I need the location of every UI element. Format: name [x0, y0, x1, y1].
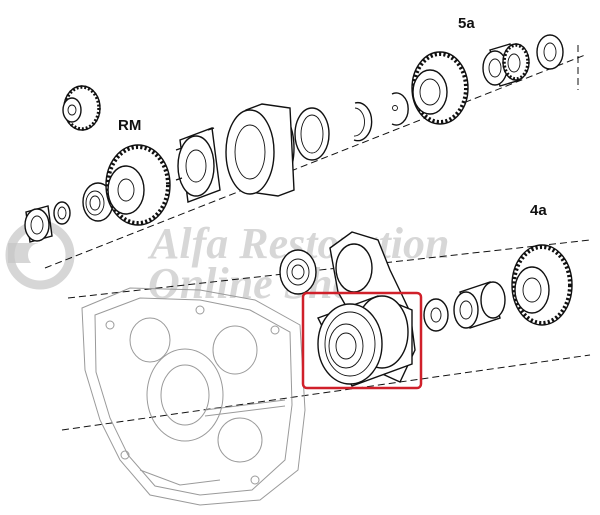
needle-bearing-left: [24, 205, 53, 243]
washer-left: [53, 201, 71, 225]
synchro-hub: [175, 127, 221, 203]
gearbox-housing: [81, 287, 306, 506]
bearing-lower: [279, 249, 317, 295]
synchro-ring-1: [294, 107, 330, 161]
circlip-2: [391, 92, 409, 126]
washer-lower: [423, 298, 449, 332]
bearing-housing-highlighted: [317, 295, 413, 387]
gear-sleeve-right: [502, 43, 530, 81]
bushing-lower: [453, 281, 506, 329]
label-5a: 5a: [458, 15, 475, 32]
label-rm: RM: [118, 117, 141, 134]
gear-5th: [411, 51, 469, 125]
circlip-1: [353, 101, 373, 142]
gear-4th: [511, 244, 573, 326]
reverse-gear: [105, 144, 171, 226]
axis-lines: [44, 45, 591, 431]
synchro-sleeve: [225, 103, 295, 197]
label-4a: 4a: [530, 202, 547, 219]
highlight-box: [301, 291, 423, 390]
washer-right: [536, 34, 564, 70]
small-gear-rm: [62, 85, 101, 131]
